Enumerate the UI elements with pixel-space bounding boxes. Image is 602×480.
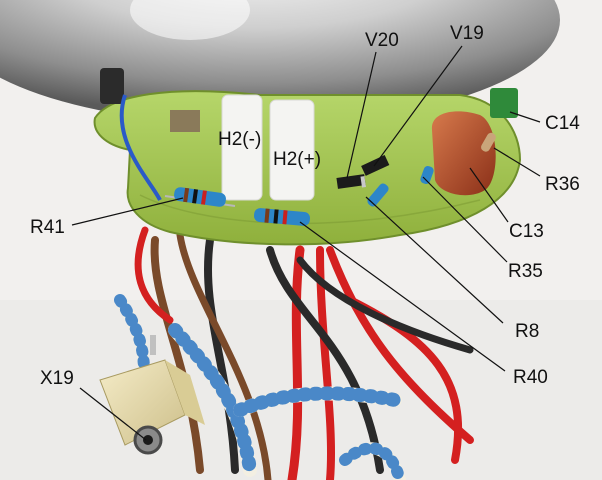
r40-leader: [299, 221, 506, 372]
electrolytic-capacitor: [100, 68, 124, 104]
v19-leader: [373, 45, 463, 167]
label-v20: V20: [365, 30, 399, 51]
label-c14: C14: [545, 113, 580, 134]
label-h2-plus: H2(+): [273, 149, 322, 170]
label-r8: R8: [515, 321, 540, 342]
r35-leader: [422, 176, 508, 263]
resistor-r41: [164, 187, 236, 207]
blue-wire: [119, 94, 162, 201]
h2-minus-standoff: [221, 94, 263, 201]
diode-v19: [361, 154, 390, 176]
jack-x19: [99, 335, 205, 455]
diode-v20: [336, 174, 366, 189]
r36-leader: [493, 147, 541, 177]
small-component: [170, 110, 200, 132]
label-v19: V19: [450, 23, 484, 44]
h2-plus-standoff: [269, 99, 315, 201]
resistor-near-v19: [367, 183, 389, 207]
capacitor-c13: [431, 111, 496, 196]
v20-leader: [346, 51, 377, 179]
label-r35: R35: [508, 261, 543, 282]
resistor-r35: [420, 165, 434, 185]
label-r41: R41: [30, 217, 65, 238]
x19-leader: [79, 387, 147, 441]
c14-leader: [509, 111, 541, 123]
label-h2-minus: H2(-): [218, 129, 262, 150]
label-x19: X19: [40, 368, 74, 389]
metal-globe: [0, 0, 560, 125]
resistor-r36: [481, 132, 496, 152]
globe-highlight: [130, 0, 250, 40]
c13-leader: [469, 167, 509, 223]
resistor-r40: [253, 208, 311, 226]
label-c13: C13: [509, 221, 544, 242]
label-r36: R36: [545, 174, 580, 195]
callout-lines: [71, 45, 541, 441]
label-r40: R40: [513, 367, 548, 388]
r41-leader: [71, 197, 184, 226]
r8-leader: [365, 196, 504, 324]
capacitor-c14: [490, 88, 518, 118]
